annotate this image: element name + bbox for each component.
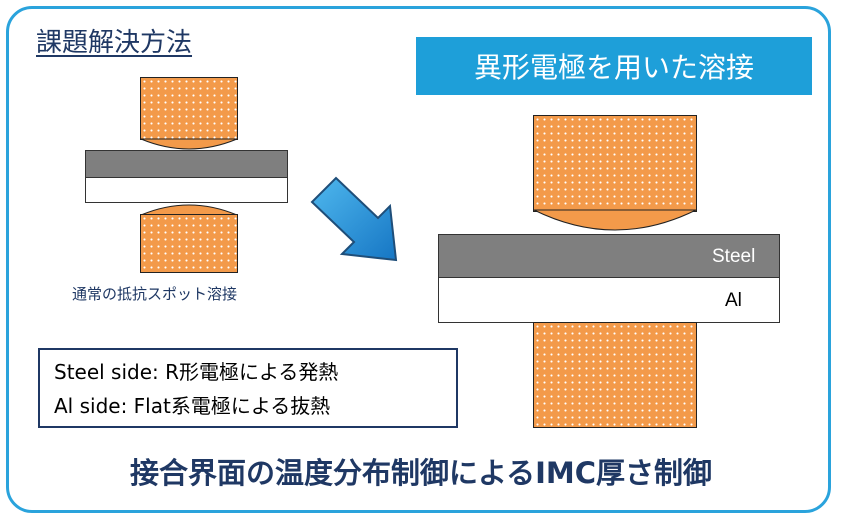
upper-electrode-left-dome <box>140 138 238 150</box>
right-heading-banner: 異形電極を用いた溶接 <box>416 37 812 95</box>
lower-electrode-left-dome <box>140 204 238 216</box>
note-al-side: Al side: Flat系電極による抜熱 <box>54 394 331 418</box>
al-plate-left <box>85 177 288 203</box>
lower-electrode-left <box>140 214 238 273</box>
steel-plate-left <box>85 150 288 178</box>
upper-electrode-right-dome <box>533 209 697 231</box>
upper-electrode-left <box>140 77 238 140</box>
arrow-icon <box>310 176 398 262</box>
right-heading: 異形電極を用いた溶接 <box>473 51 754 84</box>
heat-control-note: Steel side: R形電極による発熱 Al side: Flat系電極によ… <box>38 348 458 428</box>
conventional-welding-caption: 通常の抵抗スポット溶接 <box>72 285 238 303</box>
upper-electrode-right <box>533 115 697 212</box>
left-heading: 課題解決方法 <box>36 28 193 58</box>
steel-label: Steel <box>712 246 756 267</box>
lower-electrode-right <box>533 322 697 428</box>
al-label: Al <box>725 290 742 311</box>
conclusion-text: 接合界面の温度分布制御によるIMC厚さ制御 <box>129 456 713 490</box>
al-plate-right <box>438 277 780 323</box>
note-steel-side: Steel side: R形電極による発熱 <box>54 360 339 384</box>
